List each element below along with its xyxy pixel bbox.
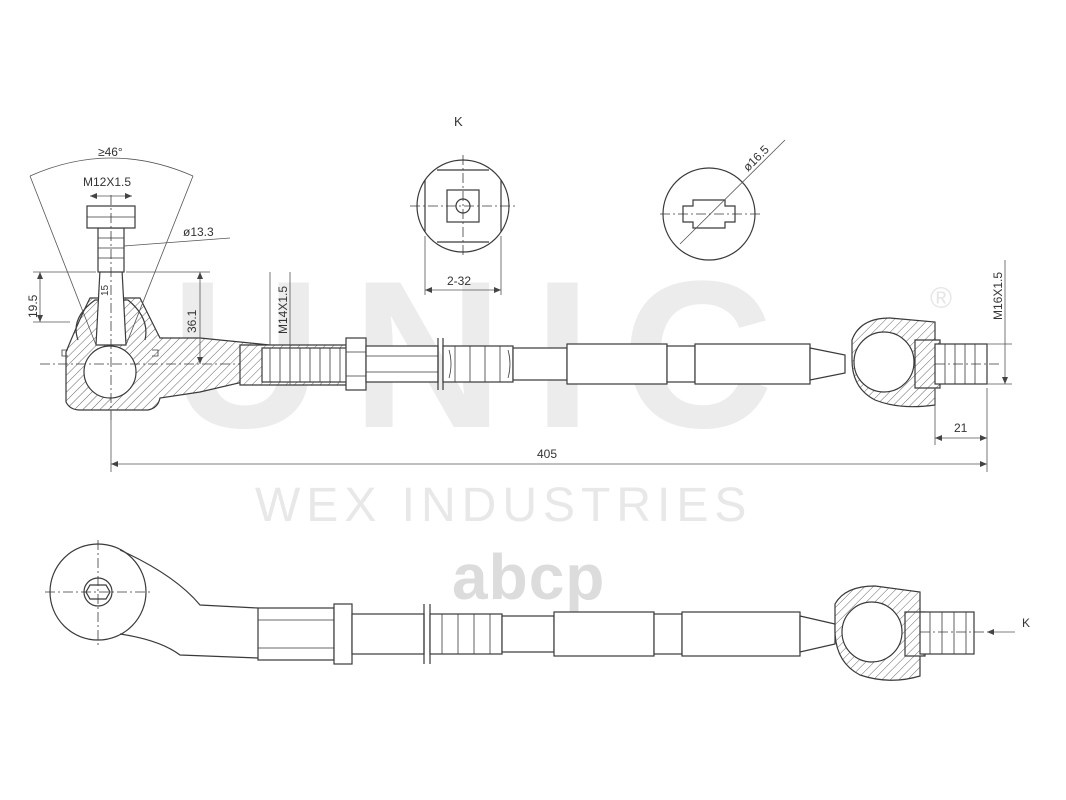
total-length-dimension: 405	[110, 410, 988, 472]
section-k-label: K	[454, 114, 463, 129]
total-length-label: 405	[537, 447, 557, 461]
across-flats-label: 2-32	[447, 274, 471, 288]
height-outer-dimension: 36.1	[126, 271, 210, 364]
cone-length-dimension: 15	[100, 284, 111, 296]
top-view: K	[45, 540, 1030, 681]
lock-nut	[345, 337, 367, 391]
outer-rod-thread-dimension: M14X1.5	[269, 272, 291, 385]
inner-thread-dimension: M16X1.5	[987, 260, 1012, 385]
ball-pin-thread-dimension: M12X1.5	[83, 175, 132, 199]
side-section-view	[40, 195, 1000, 420]
section-k-view: K 2-32	[410, 114, 518, 295]
angle-label: ≥46°	[98, 145, 123, 159]
ball-pin-diameter-dimension: ø13.3	[123, 225, 231, 247]
arrow-k-label: K	[1022, 616, 1030, 630]
height-ball-label: 19.5	[26, 294, 40, 318]
inner-rod-section-view: ø16.5	[660, 139, 786, 261]
height-ball-dimension: 19.5	[26, 271, 96, 323]
inner-rod-shaft-3	[566, 343, 668, 385]
angle-dimension: ≥46°	[29, 145, 194, 346]
inner-rod-shaft-2	[512, 347, 568, 381]
thread-outer-rod-label: M14X1.5	[276, 286, 290, 334]
height-outer-label: 36.1	[185, 309, 199, 333]
outer-rod-thread-top	[257, 607, 335, 661]
dia-ball-pin-label: ø13.3	[183, 225, 214, 239]
ball-stud-ball	[83, 345, 137, 399]
thread-inner-label: M16X1.5	[991, 272, 1005, 320]
watermark-registered-mark: ®	[930, 282, 953, 315]
watermark-subtitle: WEX INDUSTRIES	[255, 479, 753, 532]
thread-length-dimension: 21	[934, 388, 988, 445]
thread-ball-pin-label: M12X1.5	[83, 175, 131, 189]
watermark-site-logo: abcp	[452, 541, 606, 613]
inner-rod-shaft-4	[694, 343, 811, 385]
inner-ball	[853, 331, 915, 393]
dia-inner-label: ø16.5	[740, 142, 772, 174]
thread-len-label: 21	[954, 421, 968, 435]
inner-rod-shaft-1	[365, 345, 439, 383]
cone-len-label: 15	[100, 284, 111, 296]
